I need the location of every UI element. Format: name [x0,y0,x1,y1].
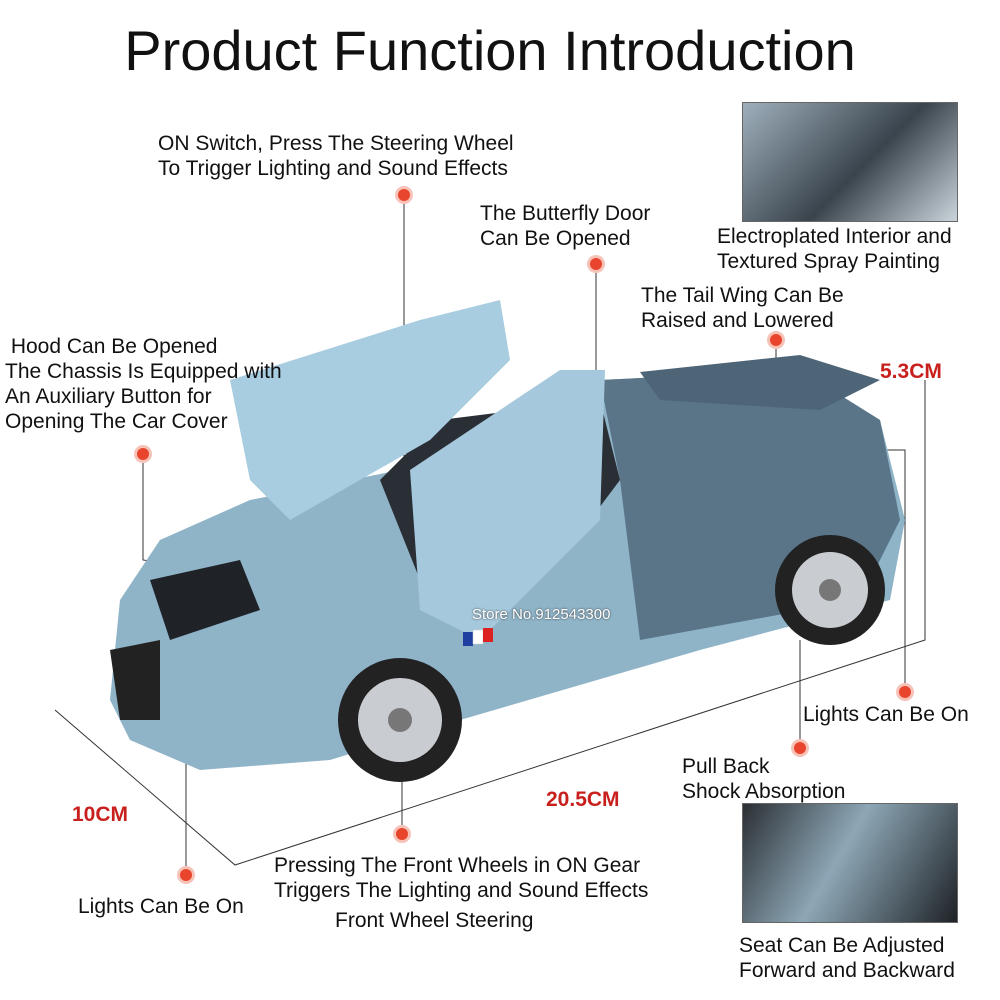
on-switch-label: ON Switch, Press The Steering Wheel To T… [158,132,514,180]
width-dimension: 10CM [72,803,129,826]
length-dimension: 20.5CM [546,788,620,811]
front-lights-label: Lights Can Be On [78,895,244,918]
front-steering-label: Front Wheel Steering [335,909,534,932]
marker-dot [899,686,911,698]
marker-dot [770,334,782,346]
marker-dot [590,258,602,270]
front-wheels-label: Pressing The Front Wheels in ON Gear Tri… [274,854,649,902]
height-dimension: 5.3CM [880,360,942,383]
marker-dot [180,869,192,881]
seat-label: Seat Can Be Adjusted Forward and Backwar… [739,934,955,982]
marker-dot [137,448,149,460]
butterfly-door-label: The Butterfly Door Can Be Opened [480,202,651,250]
car-model [110,300,905,782]
store-watermark: Store No.912543300 [472,606,611,623]
interior-inset-photo [742,102,958,222]
pull-back-label: Pull Back Shock Absorption [682,755,846,803]
hood-label: Hood Can Be Opened The Chassis Is Equipp… [5,335,282,433]
marker-dot [396,828,408,840]
tail-wing-label: The Tail Wing Can Be Raised and Lowered [641,284,844,332]
interior-label: Electroplated Interior and Textured Spra… [717,225,952,273]
page-title: Product Function Introduction [124,19,856,82]
seat-inset-photo [742,803,958,923]
marker-dot [794,742,806,754]
marker-dot [398,189,410,201]
rear-lights-label: Lights Can Be On [803,703,969,726]
